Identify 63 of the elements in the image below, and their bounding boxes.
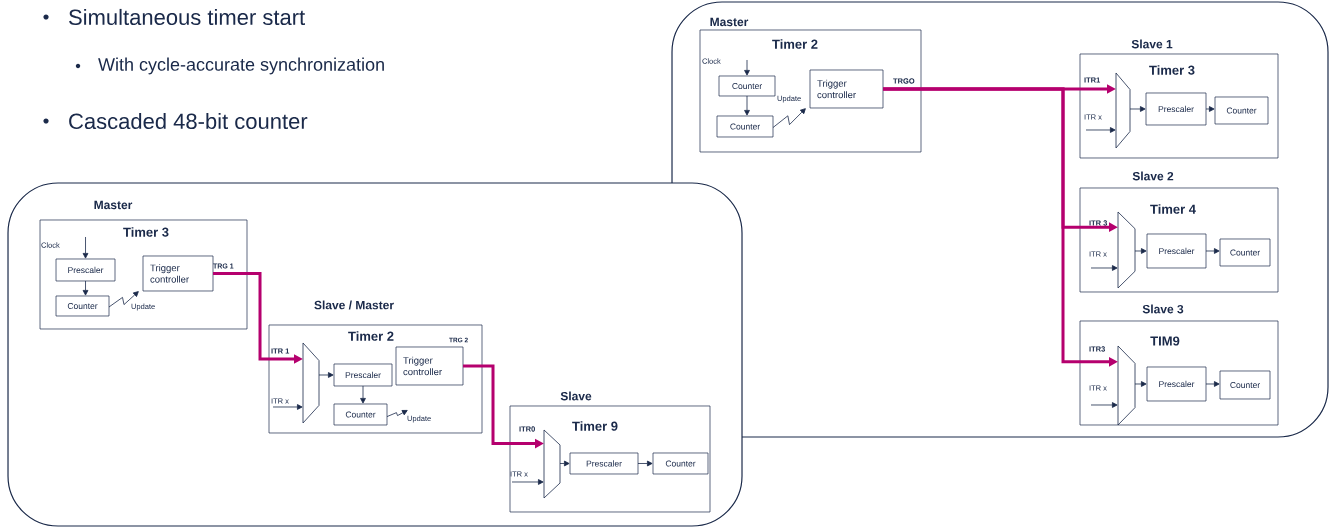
arrow [272, 404, 303, 410]
heading: Slave / Master [314, 300, 394, 310]
heading: Slave [560, 391, 592, 401]
arrow [1205, 381, 1220, 387]
arrow [318, 372, 334, 378]
arrow [1090, 265, 1118, 271]
heading: Slave 1 [1131, 39, 1173, 49]
multiplexer [1115, 72, 1131, 149]
bullet-text: Cascaded 48-bit counter [69, 112, 308, 130]
arrow [1090, 402, 1118, 408]
block-box: Trigger controller [142, 255, 214, 292]
timer-title: Timer 3 [123, 227, 169, 237]
arrow [744, 95, 750, 116]
multiplexer [543, 429, 561, 499]
block-box: Prescaler [55, 258, 116, 282]
block-box: Counter [716, 115, 774, 138]
multiplexer [1117, 345, 1136, 426]
block-box: Trigger controller [809, 69, 884, 109]
arrow [1205, 106, 1215, 112]
timer-title: Timer 2 [348, 331, 394, 341]
block-box: Counter [55, 295, 110, 317]
block-box: Counter [1214, 96, 1269, 125]
block-box: Prescaler [569, 452, 639, 475]
panel [671, 1, 1329, 438]
bullet-text: With cycle-accurate synchronization [98, 57, 384, 75]
arrow [1129, 106, 1146, 112]
arrow [360, 385, 366, 404]
timer-title: Timer 3 [1149, 65, 1195, 75]
arrow [744, 59, 750, 76]
block-box: Counter [1219, 370, 1271, 400]
bullet-text: Simultaneous timer start [69, 8, 305, 26]
block-box: Counter [1219, 238, 1271, 267]
arrow [637, 460, 653, 467]
block-box: Prescaler [1146, 233, 1207, 269]
heading: Master [94, 200, 133, 210]
arrow [1205, 248, 1220, 254]
update-arrow [772, 108, 806, 128]
arrow [511, 479, 544, 485]
arrow [559, 460, 570, 467]
timer-title: Timer 2 [772, 39, 818, 49]
heading: Master [710, 17, 749, 27]
block-box: Counter [333, 403, 388, 426]
arrow [1085, 127, 1116, 133]
block-box: Prescaler [1145, 92, 1207, 126]
block-box: Prescaler [1146, 366, 1207, 402]
block-box: Trigger controller [395, 346, 464, 386]
timer-title: Timer 4 [1150, 204, 1196, 214]
arrow [82, 236, 89, 259]
block-box: Prescaler [333, 363, 393, 387]
update-arrow [108, 291, 139, 308]
block-box: Counter [652, 452, 709, 475]
panel [7, 182, 743, 527]
multiplexer [302, 342, 320, 424]
heading: Slave 2 [1132, 171, 1174, 181]
block-box: Counter [718, 75, 776, 97]
arrow [1134, 381, 1147, 387]
timer-title: Timer 9 [572, 421, 618, 431]
update-arrow [386, 410, 408, 417]
arrow [82, 280, 89, 296]
arrow [1134, 248, 1147, 254]
multiplexer [1117, 211, 1136, 289]
heading: Slave 3 [1142, 304, 1184, 314]
timer-title: TIM9 [1150, 336, 1180, 346]
